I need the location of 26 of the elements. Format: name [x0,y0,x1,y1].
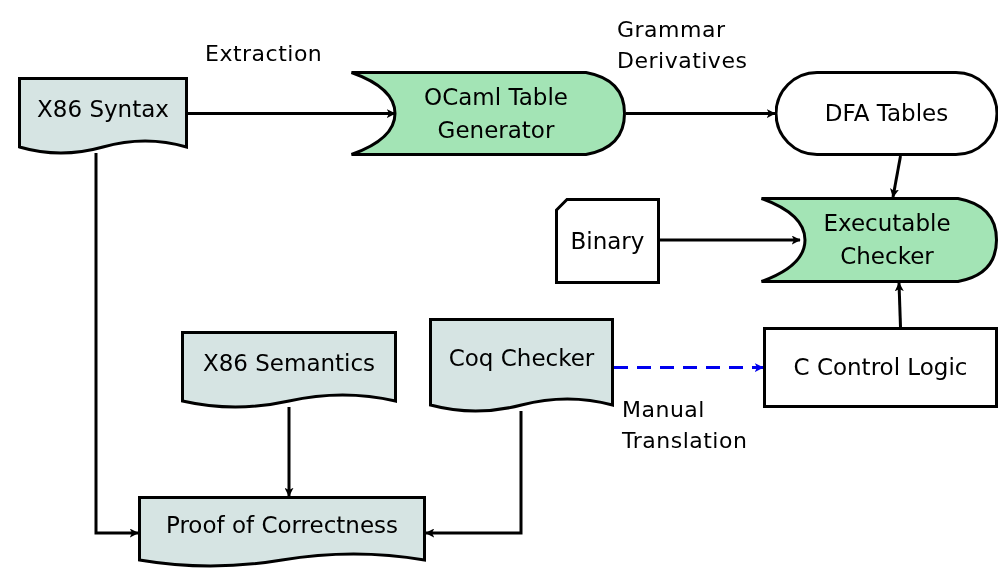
document-shape [138,496,426,570]
arrow [890,155,902,198]
node-label: Executable Checker [822,209,952,271]
node-label: X86 Syntax [36,94,170,124]
terminal-shape [775,71,998,156]
node-label: X86 Semantics [201,348,377,378]
node-label: Coq Checker [447,344,596,373]
arrow [284,407,294,497]
arrow [94,153,139,538]
document-shape [18,77,188,157]
card-shape [555,198,660,284]
node-label: OCaml Table Generator [423,82,569,145]
process-box [763,327,998,408]
node-label: Proof of Correctness [164,510,400,540]
document-shape [429,318,614,415]
process-shape [350,71,626,156]
arrow [894,282,904,328]
node-label: DFA Tables [823,99,950,128]
node-label: Binary [569,226,646,256]
arrow [626,109,776,118]
document-shape [181,331,397,411]
arrow [425,411,523,538]
process-shape [760,197,998,283]
arrow [660,235,801,245]
node-label: C Control Logic [792,353,969,382]
arrow [614,363,764,372]
